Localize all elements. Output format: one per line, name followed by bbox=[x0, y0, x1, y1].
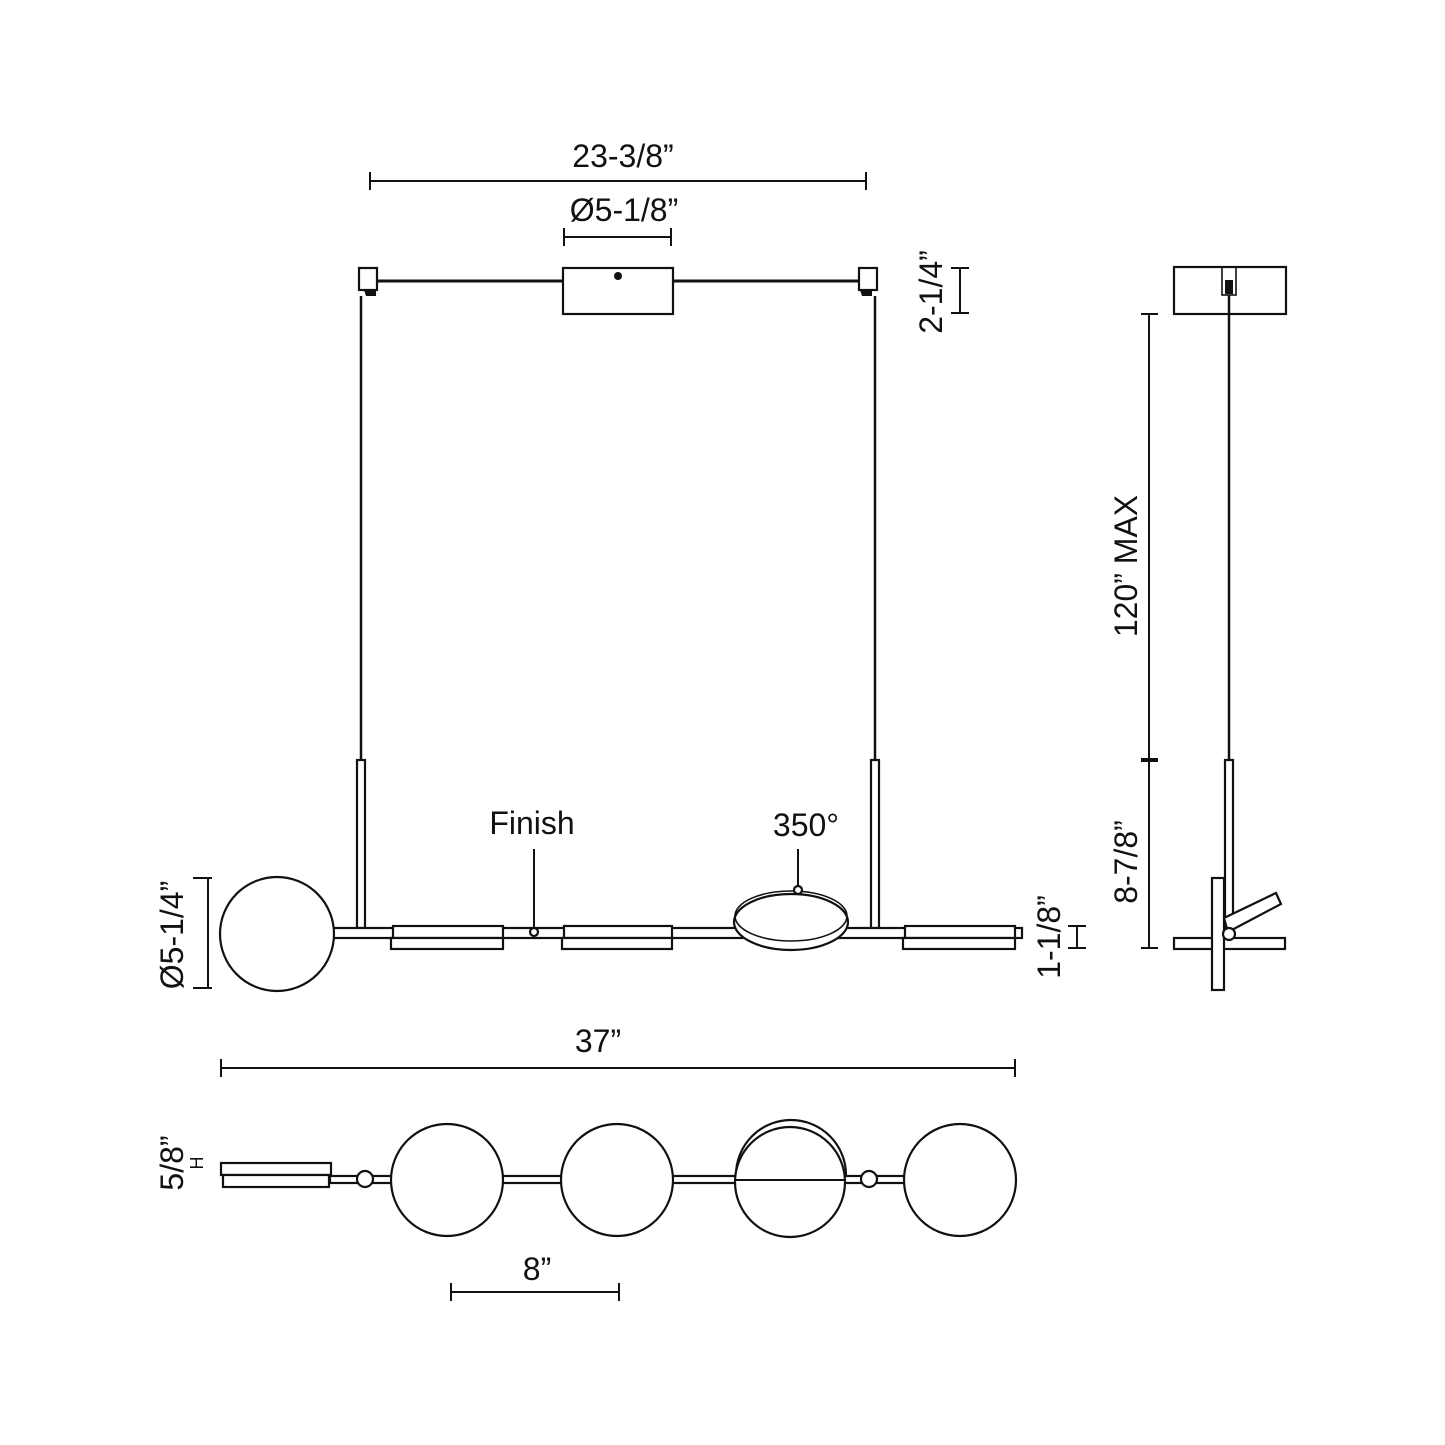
plate-thickness-dimension: 5/8” H bbox=[154, 1135, 207, 1190]
rotation-callout: 350° bbox=[773, 807, 839, 886]
rod-height-label: 8-7/8” bbox=[1108, 820, 1144, 904]
canopy-span-dimension: 23-3/8” bbox=[369, 138, 867, 190]
plan-view bbox=[219, 1118, 1018, 1239]
shade-diameter-label: Ø5-1/4” bbox=[154, 881, 190, 989]
shade-spacing-dimension: 8” bbox=[450, 1251, 620, 1301]
plate-thickness-label: 5/8” bbox=[154, 1135, 190, 1190]
plan-shade-1 bbox=[389, 1122, 505, 1238]
shade-diameter-dimension: Ø5-1/4” bbox=[154, 877, 212, 989]
rotating-shade bbox=[732, 892, 850, 952]
canopy-height-dimension: 2-1/4” bbox=[913, 250, 969, 334]
left-hanger bbox=[357, 266, 379, 292]
max-drop-label: 120” MAX bbox=[1108, 495, 1144, 637]
plan-shade-2 bbox=[559, 1122, 675, 1238]
plan-shade-4 bbox=[902, 1122, 1018, 1238]
canopy-span-label: 23-3/8” bbox=[572, 138, 673, 174]
canopy-screw-icon bbox=[614, 272, 622, 280]
bar-height-dimension: 1-1/8” bbox=[1031, 895, 1086, 979]
overall-width-dimension: 37” bbox=[220, 1023, 1016, 1077]
rotation-label: 350° bbox=[773, 807, 839, 843]
globe-shade-left bbox=[218, 875, 336, 993]
max-drop-dimension: 120” MAX 8-7/8” bbox=[1108, 313, 1158, 949]
plan-shade-3 bbox=[733, 1125, 847, 1239]
shade-spacing-label: 8” bbox=[523, 1251, 551, 1287]
canopy-height-label: 2-1/4” bbox=[913, 250, 949, 334]
overall-width-label: 37” bbox=[575, 1023, 621, 1059]
bar-height-label: 1-1/8” bbox=[1031, 895, 1067, 979]
canopy-assembly bbox=[355, 266, 881, 930]
canopy-diameter-dimension: Ø5-1/8” bbox=[563, 192, 678, 246]
side-view bbox=[1172, 265, 1288, 992]
plate-marker: H bbox=[187, 1157, 207, 1170]
canopy-diameter-label: Ø5-1/8” bbox=[570, 192, 678, 228]
finish-callout: Finish bbox=[489, 805, 575, 928]
fixture-bar bbox=[218, 875, 1024, 993]
finish-label: Finish bbox=[489, 805, 574, 841]
right-hanger bbox=[857, 266, 879, 292]
